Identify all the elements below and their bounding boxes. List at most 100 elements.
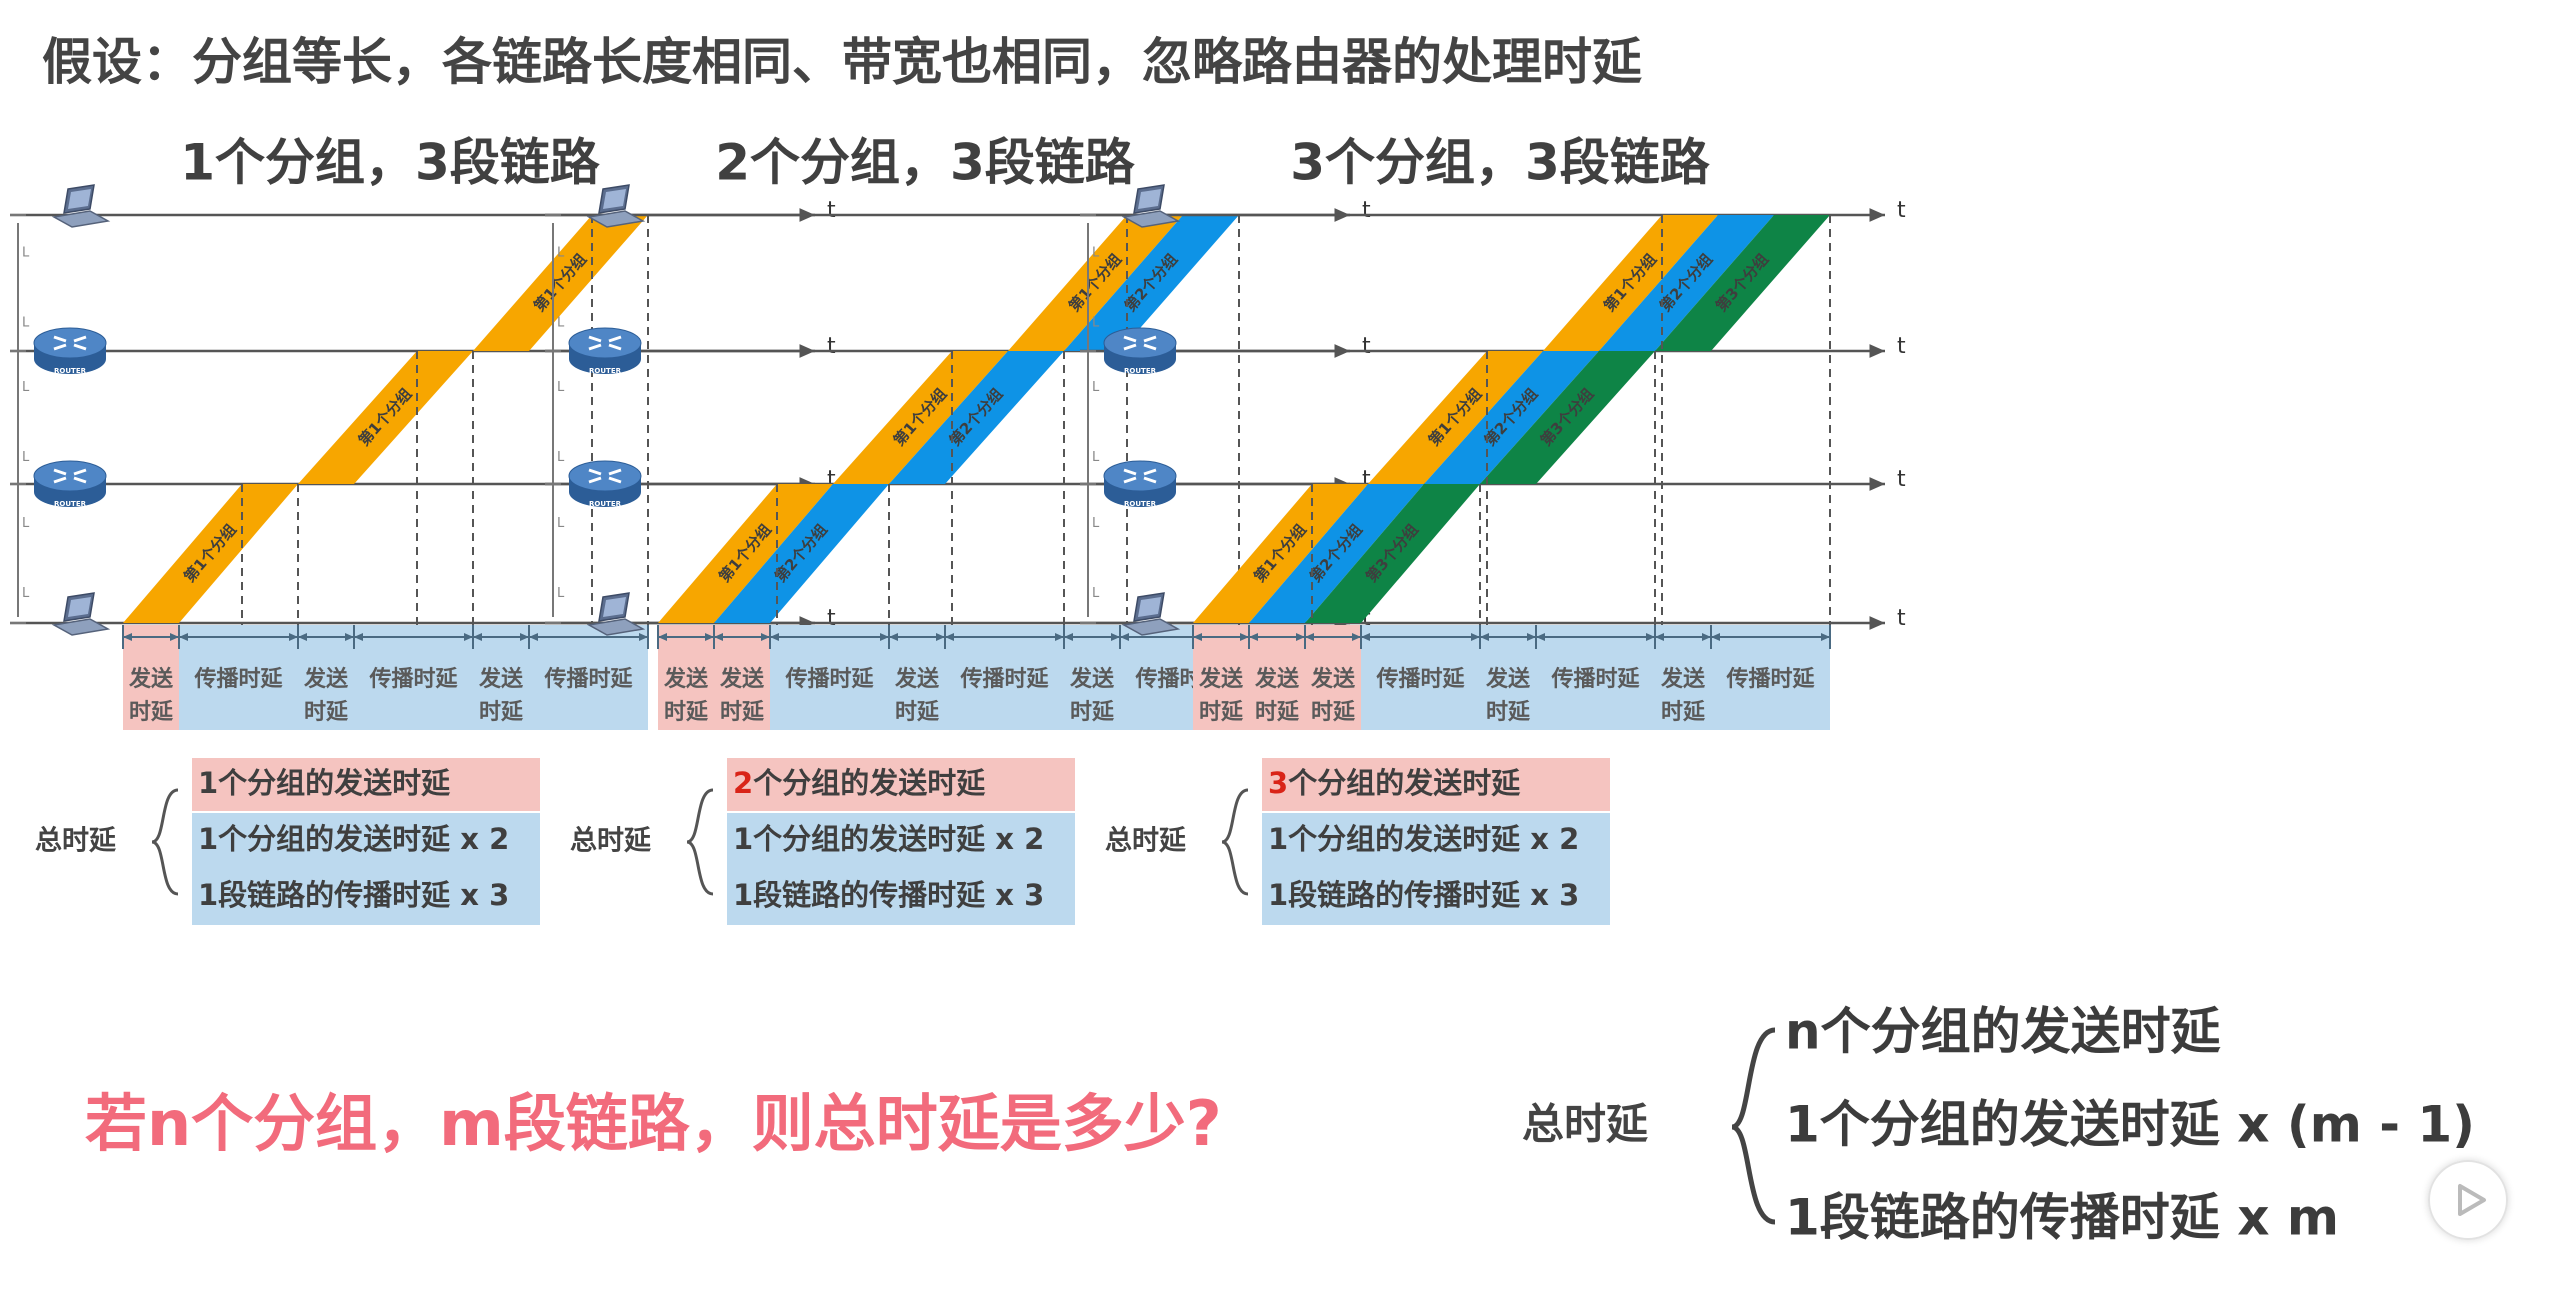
video-play-button[interactable] bbox=[2428, 1160, 2508, 1240]
router-arrow bbox=[1143, 476, 1157, 484]
axis-t-label: t bbox=[1897, 467, 1906, 492]
question-text: 若n个分组，m段链路，则总时延是多少? bbox=[85, 1087, 1222, 1160]
transmit-label: 时延 bbox=[1070, 700, 1115, 725]
laptop-icon bbox=[51, 592, 111, 636]
transmit-label: 时延 bbox=[664, 700, 709, 725]
transmit-label: 时延 bbox=[1199, 700, 1244, 725]
panel-title: 2个分组，3段链路 bbox=[715, 134, 1136, 192]
transmit-label: 时延 bbox=[129, 700, 174, 725]
transmit-label: 发送 bbox=[1660, 666, 1705, 692]
transmit-label: 发送 bbox=[1198, 666, 1243, 692]
transmit-delay-band bbox=[123, 625, 179, 730]
router-arrow bbox=[588, 335, 602, 343]
router-top bbox=[33, 460, 107, 492]
router-top bbox=[568, 327, 642, 359]
router-top bbox=[1103, 460, 1177, 492]
link-length-label: L bbox=[557, 316, 565, 331]
router-icon: ROUTER bbox=[1103, 460, 1177, 508]
panel-title: 3个分组，3段链路 bbox=[1290, 134, 1711, 192]
transmit-label: 发送 bbox=[663, 666, 708, 692]
router-arrow bbox=[608, 476, 622, 484]
packet-3-hop-1 bbox=[1305, 484, 1480, 623]
formula-text: 1个分组的发送时延 x 2 bbox=[733, 822, 1044, 856]
transmit-label: 发送 bbox=[478, 666, 523, 692]
router-label: ROUTER bbox=[1124, 367, 1157, 375]
formula-row-1-bg bbox=[1262, 758, 1610, 811]
packet-1-hop-1 bbox=[123, 484, 298, 623]
axis-t-label: t bbox=[1362, 467, 1371, 492]
transmit-label: 发送 bbox=[303, 666, 348, 692]
propagate-label: 传播时延 bbox=[1375, 667, 1465, 692]
packet-2-hop-3 bbox=[1064, 215, 1239, 351]
formula-brace bbox=[1221, 788, 1249, 896]
laptop-icon bbox=[586, 592, 646, 636]
formula-text: 个分组的发送时延 bbox=[1288, 766, 1521, 800]
laptop-display bbox=[1138, 597, 1161, 617]
packet-1-hop-3 bbox=[473, 215, 648, 351]
transmit-label: 时延 bbox=[304, 700, 349, 725]
packet-2-hop-2 bbox=[1424, 351, 1599, 484]
link-length-label: L bbox=[22, 380, 30, 395]
laptop-base bbox=[1121, 210, 1181, 228]
formula-brace bbox=[151, 788, 179, 896]
link-length-label: L bbox=[1092, 246, 1100, 261]
transmit-label: 发送 bbox=[1310, 666, 1355, 692]
transmit-label: 时延 bbox=[895, 700, 940, 725]
formula-text: 1个分组的发送时延 x 2 bbox=[1268, 822, 1579, 856]
router-arrow bbox=[588, 343, 602, 351]
packet-2-hop-3 bbox=[1599, 215, 1774, 351]
packet-1-hop-2 bbox=[833, 351, 1008, 484]
formula-row-1: 2个分组的发送时延 bbox=[733, 766, 986, 800]
axis-t-label: t bbox=[827, 334, 836, 359]
router-icon: ROUTER bbox=[33, 327, 107, 375]
formula-row-3: 1段链路的传播时延 x 3 bbox=[198, 878, 509, 912]
bottom-section: 若n个分组，m段链路，则总时延是多少?总时延n个分组的发送时延1个分组的发送时延… bbox=[84, 1003, 2475, 1247]
packet-3-hop-3 bbox=[1655, 215, 1830, 351]
packet-2-hop-2 bbox=[889, 351, 1064, 484]
panel-2: 2个分组，3段链路发送时延发送时延传播时延发送时延传播时延发送时延传播时延ttt… bbox=[545, 134, 1371, 925]
total-delay-label: 总时延 bbox=[35, 826, 117, 857]
router-arrow bbox=[1123, 468, 1137, 476]
transmit-label: 时延 bbox=[479, 700, 524, 725]
router-icon: ROUTER bbox=[568, 460, 642, 508]
general-formula-row-3: 1段链路的传播时延 x m bbox=[1785, 1189, 2339, 1247]
axis-t-label: t bbox=[827, 606, 836, 631]
link-length-label: L bbox=[557, 380, 565, 395]
assumption-title: 假设：分组等长，各链路长度相同、带宽也相同，忽略路由器的处理时延 bbox=[42, 33, 1642, 91]
link-length-label: L bbox=[557, 516, 565, 531]
axis-t-label: t bbox=[827, 467, 836, 492]
packet-1-hop-3 bbox=[1008, 215, 1183, 351]
propagation-band bbox=[770, 625, 1239, 730]
panel-3: 3个分组，3段链路发送时延发送时延发送时延传播时延发送时延传播时延发送时延传播时… bbox=[1080, 134, 1906, 925]
laptop-base bbox=[586, 210, 646, 228]
router-arrow bbox=[588, 468, 602, 476]
router-arrow bbox=[53, 335, 67, 343]
router-arrow bbox=[73, 343, 87, 351]
router-top bbox=[33, 327, 107, 359]
router-top bbox=[1103, 327, 1177, 359]
router-arrow bbox=[53, 343, 67, 351]
transmit-delay-band bbox=[1193, 625, 1361, 730]
propagate-label: 传播时延 bbox=[543, 667, 633, 692]
laptop-icon bbox=[586, 184, 646, 228]
packet-3-hop-2 bbox=[1480, 351, 1655, 484]
router-arrow bbox=[73, 335, 87, 343]
laptop-base bbox=[1121, 618, 1181, 636]
router-label: ROUTER bbox=[54, 500, 87, 508]
link-length-label: L bbox=[22, 586, 30, 601]
link-length-label: L bbox=[1092, 450, 1100, 465]
axis-t-label: t bbox=[1897, 334, 1906, 359]
router-label: ROUTER bbox=[54, 367, 87, 375]
packet-1-hop-3 bbox=[1543, 215, 1718, 351]
formula-row-1: 1个分组的发送时延 bbox=[198, 766, 451, 800]
router-arrow bbox=[588, 476, 602, 484]
panel-title: 1个分组，3段链路 bbox=[180, 134, 601, 192]
propagate-label: 传播时延 bbox=[784, 667, 874, 692]
packet-1-hop-1 bbox=[1193, 484, 1368, 623]
formula-row-3: 1段链路的传播时延 x 3 bbox=[733, 878, 1044, 912]
link-length-label: L bbox=[22, 516, 30, 531]
propagate-label: 传播时延 bbox=[193, 667, 283, 692]
link-length-label: L bbox=[22, 316, 30, 331]
axis-t-label: t bbox=[1362, 198, 1371, 223]
